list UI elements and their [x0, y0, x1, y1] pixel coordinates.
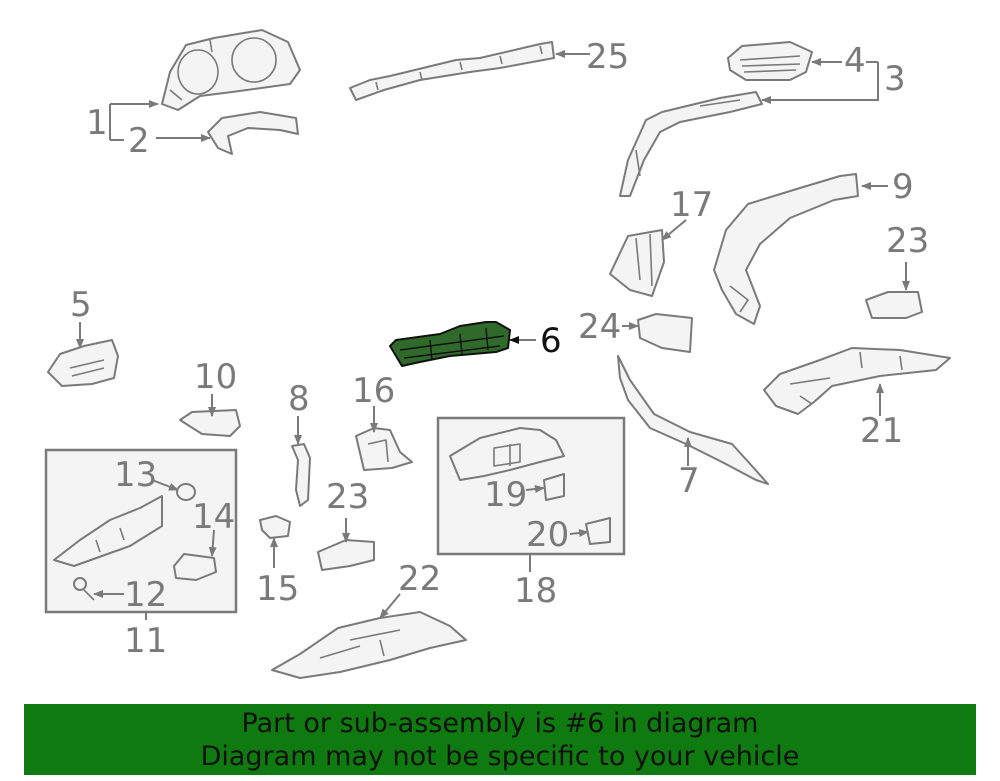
callout-15: 15: [256, 569, 299, 609]
callout-11: 11: [124, 621, 167, 661]
part-24-bracket[interactable]: [637, 313, 693, 353]
part-18-bracket[interactable]: [449, 427, 565, 481]
callout-14: 14: [192, 497, 235, 537]
part-7-trim[interactable]: [617, 355, 769, 485]
callout-8: 8: [288, 379, 310, 419]
callout-16: 16: [352, 371, 395, 411]
callout-6: 6: [540, 321, 562, 361]
callout-3: 3: [884, 59, 906, 99]
callout-10: 10: [194, 357, 237, 397]
part-12-screw[interactable]: [73, 577, 95, 601]
part-14-clip[interactable]: [173, 553, 217, 581]
part-15-clip[interactable]: [259, 515, 291, 539]
callout-23-center: 23: [326, 477, 369, 517]
part-23-clip-right[interactable]: [865, 291, 923, 319]
callout-7: 7: [678, 461, 700, 501]
callout-9: 9: [892, 167, 914, 207]
part-4-vent[interactable]: [727, 41, 813, 81]
banner-line-2: Diagram may not be specific to your vehi…: [200, 741, 800, 772]
callout-labels: 1 2 3 4 5 6 7 8 9 10 11 12 13 14 15 16 1…: [70, 37, 929, 661]
part-2-cover[interactable]: [207, 111, 299, 155]
part-6-highlighted[interactable]: [389, 321, 511, 367]
callout-2: 2: [128, 121, 150, 161]
part-3-duct[interactable]: [619, 91, 763, 197]
part-23-clip-center[interactable]: [317, 539, 375, 571]
part-1-cluster-hood[interactable]: [161, 29, 301, 111]
part-8-bracket[interactable]: [291, 443, 311, 507]
part-16-bracket[interactable]: [355, 427, 413, 471]
callout-5: 5: [70, 285, 92, 325]
callout-23-right: 23: [886, 221, 929, 261]
part-17-bracket[interactable]: [609, 229, 665, 297]
banner-line-1: Part or sub-assembly is #6 in diagram: [241, 708, 759, 739]
part-10-cover[interactable]: [179, 409, 241, 437]
callout-13: 13: [114, 455, 157, 495]
part-9-duct[interactable]: [713, 173, 859, 325]
callout-25: 25: [586, 37, 629, 77]
callout-20: 20: [526, 515, 569, 555]
part-19-pad[interactable]: [543, 473, 565, 501]
part-13-grommet[interactable]: [176, 483, 196, 501]
part-25-bracket[interactable]: [349, 41, 555, 101]
callout-24: 24: [578, 307, 621, 347]
callout-17: 17: [670, 185, 713, 225]
callout-22: 22: [398, 559, 441, 599]
callout-19: 19: [484, 475, 527, 515]
part-11-bracket[interactable]: [53, 495, 163, 567]
part-21-floor-duct[interactable]: [763, 347, 951, 415]
callout-21: 21: [860, 411, 903, 451]
info-banner: Part or sub-assembly is #6 in diagram Di…: [24, 704, 976, 775]
part-20-pad[interactable]: [585, 517, 611, 545]
part-5-vent[interactable]: [47, 339, 119, 387]
callout-18: 18: [514, 571, 557, 611]
callout-4: 4: [844, 41, 866, 81]
callout-1: 1: [86, 103, 108, 143]
callout-12: 12: [124, 575, 167, 615]
part-22-floor-duct[interactable]: [271, 611, 467, 679]
leader-lines: [76, 50, 910, 620]
parts-diagram: 1 2 3 4 5 6 7 8 9 10 11 12 13 14 15 16 1…: [44, 29, 951, 679]
